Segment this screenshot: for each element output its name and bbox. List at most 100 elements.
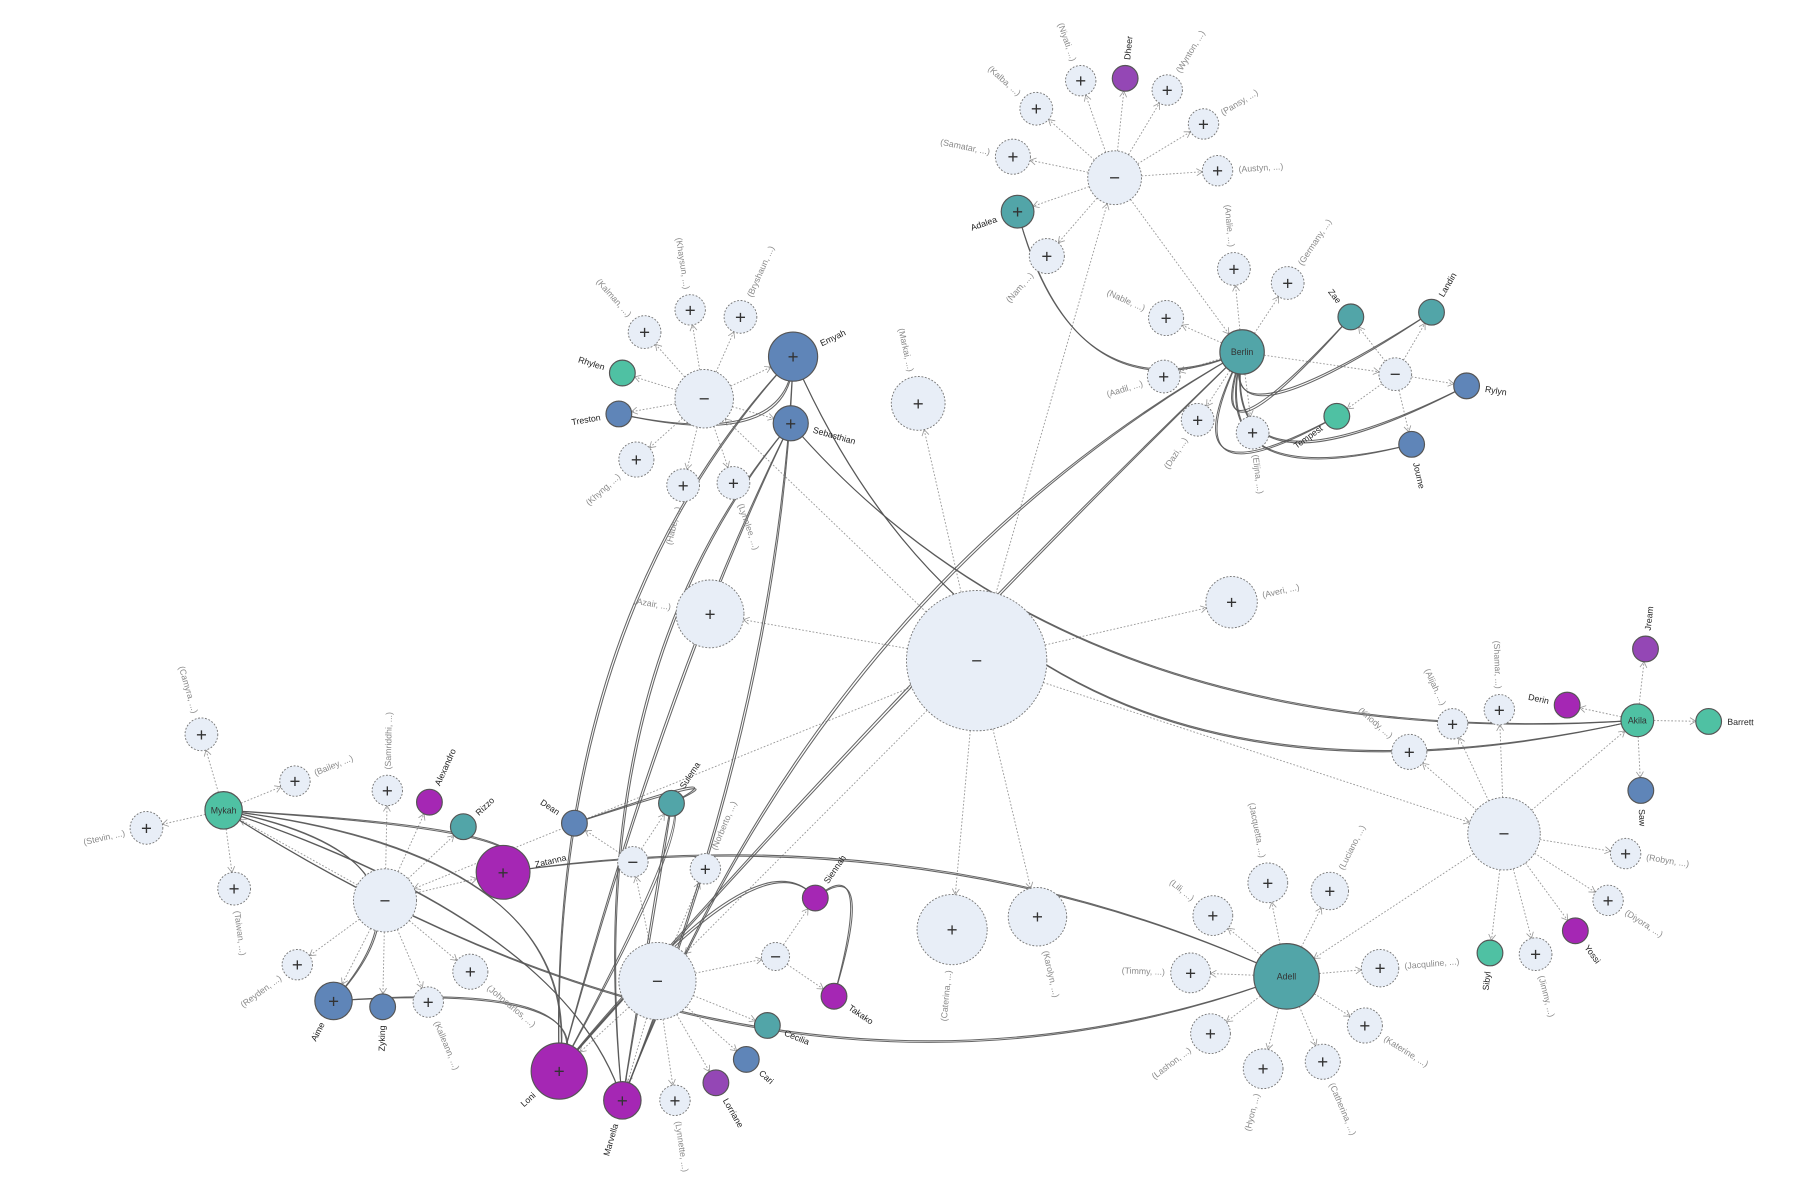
node-robyn[interactable]: +(Robyn, ...) bbox=[1609, 837, 1690, 870]
group-node-circle[interactable] bbox=[890, 376, 946, 431]
node-samatar[interactable]: +(Samatar, ...) bbox=[939, 137, 1031, 175]
node-nam[interactable]: +(Nam, ...) bbox=[1004, 238, 1065, 305]
node-jimmy[interactable]: +(Jimmy, ...) bbox=[1518, 937, 1557, 1018]
node-cari[interactable]: Cari bbox=[732, 1045, 776, 1087]
person-node-circle[interactable] bbox=[767, 331, 819, 382]
group-node-circle[interactable] bbox=[1187, 108, 1220, 140]
group-node-circle[interactable] bbox=[1007, 887, 1068, 947]
group-node-circle[interactable] bbox=[1146, 359, 1181, 394]
node-landin[interactable]: Landin bbox=[1418, 271, 1459, 326]
person-node-circle[interactable] bbox=[1553, 691, 1581, 719]
person-node-circle[interactable] bbox=[608, 359, 636, 387]
expand-icon[interactable]: + bbox=[1212, 160, 1223, 181]
expand-icon[interactable]: + bbox=[728, 472, 739, 493]
group-node-circle[interactable] bbox=[1609, 837, 1642, 870]
expand-icon[interactable]: + bbox=[423, 992, 434, 1013]
expand-icon[interactable]: + bbox=[465, 961, 476, 982]
collapse-icon[interactable]: − bbox=[1390, 364, 1401, 385]
person-node-circle[interactable] bbox=[658, 789, 685, 817]
node-averi[interactable]: +(Averi, ...) bbox=[1205, 576, 1301, 629]
expand-icon[interactable]: + bbox=[1007, 146, 1018, 167]
node-alexandro[interactable]: Alexandro bbox=[415, 747, 458, 816]
node-aime[interactable]: +Aime bbox=[309, 981, 353, 1043]
node-akila[interactable]: Akila bbox=[1620, 703, 1655, 738]
group-node-circle[interactable] bbox=[1247, 862, 1289, 904]
expand-icon[interactable]: + bbox=[292, 954, 303, 975]
node-nable[interactable]: +(Nable, ...) bbox=[1105, 287, 1185, 337]
group-node-circle[interactable] bbox=[618, 441, 655, 478]
node-lorriane[interactable]: Lorriane bbox=[702, 1069, 746, 1130]
group-node-circle[interactable] bbox=[1391, 733, 1428, 770]
person-node-circle[interactable] bbox=[560, 809, 588, 837]
expand-icon[interactable]: + bbox=[1031, 98, 1042, 119]
expand-icon[interactable]: + bbox=[1075, 70, 1086, 91]
group-node-circle[interactable] bbox=[723, 300, 758, 334]
person-node-circle[interactable] bbox=[732, 1045, 760, 1073]
group-node-circle[interactable] bbox=[1467, 796, 1541, 871]
node-siennah[interactable]: Siennah bbox=[801, 853, 848, 912]
group-node-circle[interactable] bbox=[1235, 415, 1270, 450]
expand-icon[interactable]: + bbox=[196, 724, 207, 745]
expand-icon[interactable]: + bbox=[700, 858, 711, 879]
group-node-circle[interactable] bbox=[1180, 402, 1215, 437]
group-node-circle[interactable] bbox=[627, 315, 662, 349]
node-jream[interactable]: Jream bbox=[1632, 606, 1659, 663]
node-marvella[interactable]: +Marvella bbox=[601, 1081, 642, 1157]
node-bl[interactable]: − bbox=[352, 868, 418, 933]
node-bsub[interactable]: − bbox=[1378, 357, 1413, 392]
expand-icon[interactable]: + bbox=[382, 780, 393, 801]
expand-icon[interactable]: + bbox=[1226, 592, 1237, 613]
expand-icon[interactable]: + bbox=[1359, 1015, 1370, 1036]
node-caterina[interactable]: +(Caterina, ...) bbox=[916, 894, 988, 1022]
expand-icon[interactable]: + bbox=[685, 299, 696, 320]
expand-icon[interactable]: + bbox=[1162, 80, 1173, 101]
expand-icon[interactable]: + bbox=[913, 393, 924, 414]
node-analie[interactable]: +(Analie, ...) bbox=[1217, 204, 1251, 286]
group-node-circle[interactable] bbox=[674, 369, 734, 429]
node-bryshaun[interactable]: +(Bryshaun, ...) bbox=[723, 244, 776, 334]
group-node-circle[interactable] bbox=[1436, 708, 1469, 740]
group-node-circle[interactable] bbox=[1190, 1013, 1231, 1055]
group-node-circle[interactable] bbox=[1242, 1048, 1284, 1090]
node-hub[interactable]: − bbox=[906, 590, 1048, 732]
expand-icon[interactable]: + bbox=[1317, 1051, 1328, 1072]
collapse-icon[interactable]: − bbox=[699, 388, 710, 409]
collapse-icon[interactable]: − bbox=[770, 946, 781, 967]
group-node-circle[interactable] bbox=[1201, 155, 1234, 187]
person-node-circle[interactable] bbox=[1561, 917, 1589, 945]
group-node-circle[interactable] bbox=[279, 765, 311, 797]
node-alijah[interactable]: +(Alijah, ...) bbox=[1422, 667, 1469, 740]
node-dsub[interactable]: − bbox=[617, 846, 649, 878]
person-node-circle[interactable] bbox=[772, 405, 809, 442]
node-saw[interactable]: Saw bbox=[1627, 777, 1655, 827]
node-timmy[interactable]: +(Timmy, ...) bbox=[1122, 952, 1211, 994]
node-luciano[interactable]: +(Luciano, ...) bbox=[1310, 823, 1367, 911]
group-node-circle[interactable] bbox=[689, 853, 722, 885]
expand-icon[interactable]: + bbox=[670, 1090, 681, 1111]
group-node-circle[interactable] bbox=[1378, 357, 1413, 392]
expand-icon[interactable]: + bbox=[1620, 843, 1631, 864]
expand-icon[interactable]: + bbox=[631, 449, 642, 470]
node-kalman[interactable]: +(Kalman, ...) bbox=[594, 277, 662, 349]
node-rhylen[interactable]: Rhylen bbox=[577, 354, 636, 387]
node-takako[interactable]: Takako bbox=[820, 982, 875, 1027]
expand-icon[interactable]: + bbox=[1258, 1058, 1269, 1079]
node-journe[interactable]: Journe bbox=[1398, 430, 1427, 490]
expand-icon[interactable]: + bbox=[705, 603, 716, 624]
node-zatanna[interactable]: +Zatanna bbox=[475, 844, 567, 900]
node-karolyn[interactable]: +(Karolyn, ...) bbox=[1007, 887, 1068, 999]
group-node-circle[interactable] bbox=[666, 468, 701, 503]
person-node-circle[interactable] bbox=[753, 1012, 781, 1039]
node-jacquline[interactable]: +(Jacquline, ...) bbox=[1360, 949, 1460, 988]
node-rizzo[interactable]: Rizzo bbox=[449, 795, 496, 841]
node-sulema[interactable]: Sulema bbox=[658, 760, 703, 817]
person-node-circle[interactable] bbox=[605, 400, 633, 428]
expand-icon[interactable]: + bbox=[788, 346, 799, 367]
group-node-circle[interactable] bbox=[1087, 150, 1142, 206]
person-node-circle[interactable] bbox=[1111, 64, 1139, 92]
node-taiwan[interactable]: +(Taiwan, ...) bbox=[217, 871, 251, 956]
node-reyden[interactable]: +(Reyden, ...) bbox=[239, 949, 313, 1010]
person-node-circle[interactable] bbox=[603, 1081, 642, 1120]
collapse-icon[interactable]: − bbox=[627, 851, 638, 872]
expand-icon[interactable]: + bbox=[639, 322, 650, 343]
